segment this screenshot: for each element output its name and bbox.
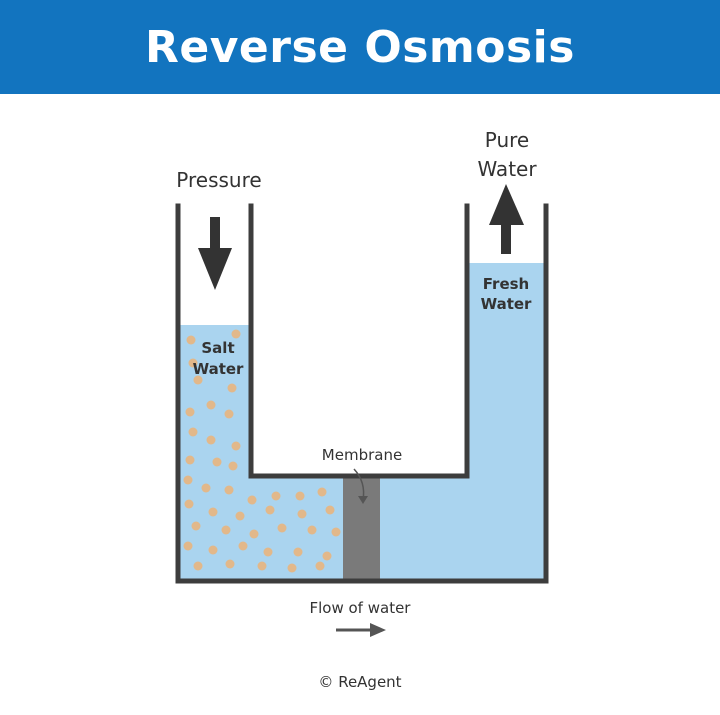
salt-particle <box>184 499 194 509</box>
salt-particle <box>188 358 198 368</box>
salt-particle <box>225 559 235 569</box>
salt-particle <box>228 461 238 471</box>
salt-particle <box>193 375 203 385</box>
salt-particle <box>188 427 198 437</box>
salt-particle <box>265 505 275 515</box>
salt-particle <box>331 527 341 537</box>
salt-particle <box>295 491 305 501</box>
pure-water-label-line2: Water <box>477 157 537 181</box>
flow-of-water-label: Flow of water <box>310 599 412 617</box>
salt-particle <box>221 525 231 535</box>
salt-particle <box>185 407 195 417</box>
fresh-water-label-line2: Water <box>481 295 532 313</box>
salt-particle <box>206 435 216 445</box>
membrane-pointer-arrowhead <box>358 496 368 504</box>
salt-particle <box>224 409 234 419</box>
salt-particle <box>193 561 203 571</box>
salt-particle <box>208 545 218 555</box>
salt-particle <box>235 511 245 521</box>
salt-particle <box>238 541 248 551</box>
salt-particle <box>249 529 259 539</box>
salt-particle <box>227 383 237 393</box>
page-title: Reverse Osmosis <box>145 21 575 73</box>
membrane-label: Membrane <box>322 446 402 464</box>
salt-particle <box>231 329 241 339</box>
pressure-arrow-icon <box>198 217 232 290</box>
salt-particle <box>271 491 281 501</box>
pressure-label: Pressure <box>176 168 261 192</box>
salt-particle <box>186 335 196 345</box>
salt-particle <box>277 523 287 533</box>
reverse-osmosis-diagram: Pressure Pure Water Salt Water Fresh Wat… <box>175 128 549 637</box>
salt-water-label-line1: Salt <box>201 339 234 357</box>
salt-particle <box>257 561 267 571</box>
salt-particle <box>317 487 327 497</box>
salt-particle <box>293 547 303 557</box>
salt-particle <box>263 547 273 557</box>
membrane <box>343 478 380 581</box>
pure-water-arrow-icon <box>489 184 524 254</box>
salt-particle <box>212 457 222 467</box>
salt-particle <box>201 483 211 493</box>
salt-particle <box>322 551 332 561</box>
salt-particle <box>183 541 193 551</box>
title-banner: Reverse Osmosis <box>0 0 720 94</box>
salt-particle <box>208 507 218 517</box>
salt-particle <box>191 521 201 531</box>
copyright-credit: © ReAgent <box>318 673 402 691</box>
salt-particle <box>224 485 234 495</box>
salt-particle <box>206 400 216 410</box>
salt-particle <box>183 475 193 485</box>
salt-particle <box>315 561 325 571</box>
salt-particle <box>231 441 241 451</box>
salt-particle <box>297 509 307 519</box>
fresh-water-label-line1: Fresh <box>483 275 529 293</box>
salt-particle <box>185 455 195 465</box>
salt-particle <box>325 505 335 515</box>
salt-particle <box>287 563 297 573</box>
salt-particles <box>183 329 341 573</box>
fresh-water-fill <box>380 263 546 581</box>
salt-particle <box>247 495 257 505</box>
flow-arrow-icon <box>336 623 386 637</box>
salt-water-label-line2: Water <box>193 360 244 378</box>
pure-water-label-line1: Pure <box>485 128 529 152</box>
salt-particle <box>307 525 317 535</box>
